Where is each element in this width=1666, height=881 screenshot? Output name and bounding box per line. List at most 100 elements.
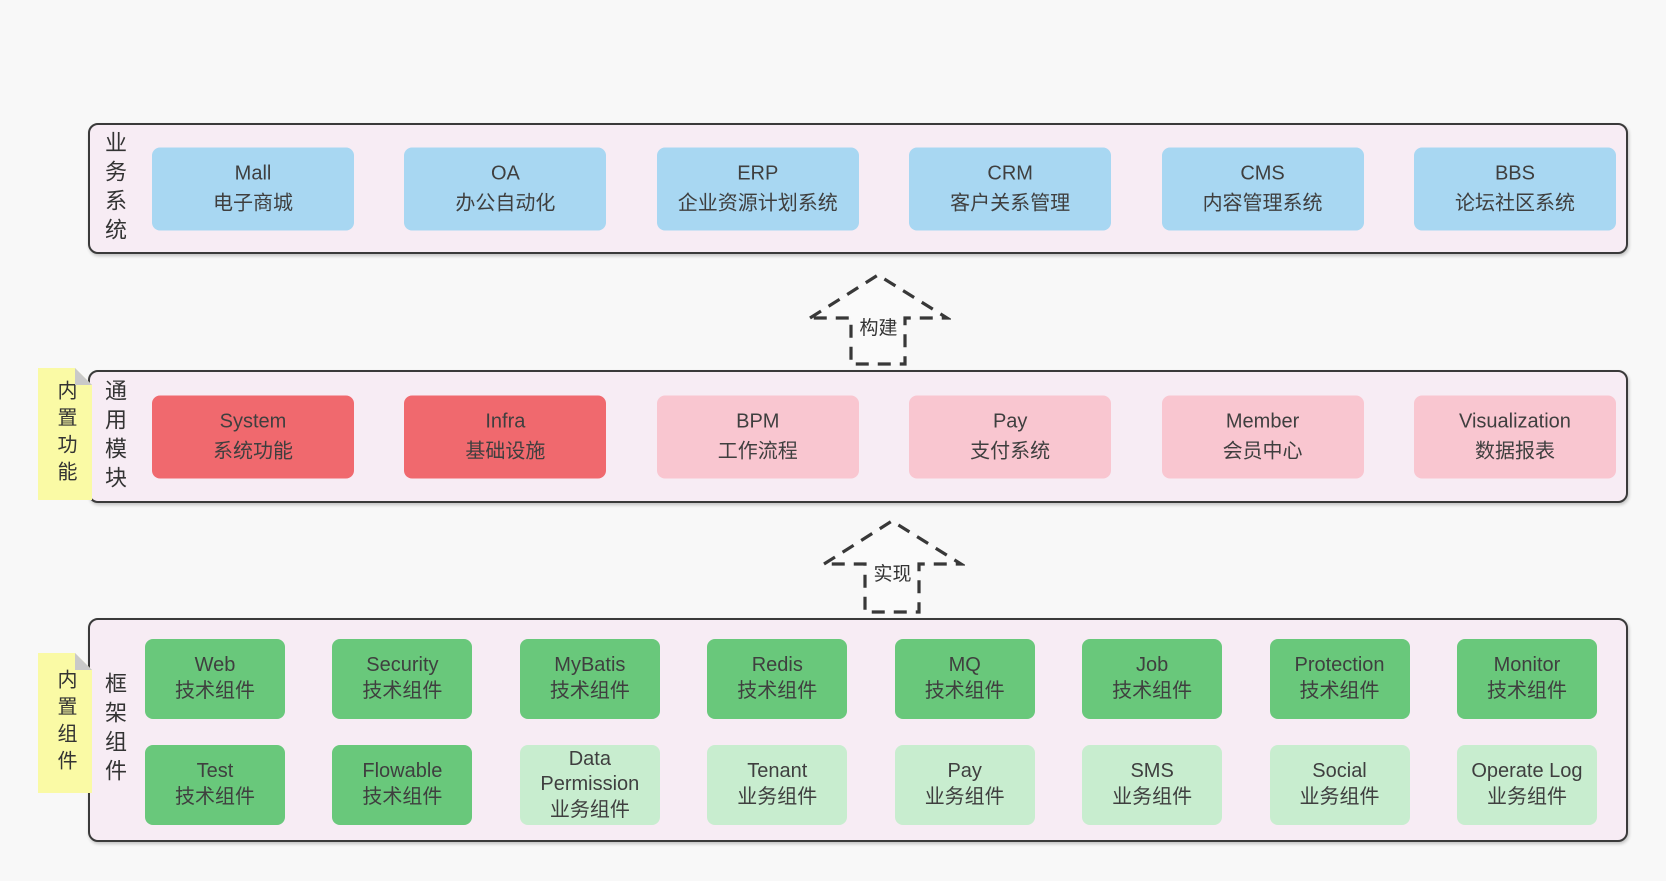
box-job: Job 技术组件 <box>1082 639 1223 719</box>
box-member: Member 会员中心 <box>1161 395 1364 478</box>
box-mybatis: MyBatis 技术组件 <box>519 639 660 719</box>
box-title: Pay <box>992 410 1028 433</box>
box-subtitle: 技术组件 <box>1112 680 1193 702</box>
box-subtitle: 客户关系管理 <box>950 192 1071 215</box>
box-subtitle: 技术组件 <box>737 680 818 702</box>
box-redis: Redis 技术组件 <box>707 639 848 719</box>
box-title: Web <box>194 654 236 677</box>
framework-components-row-1: Web 技术组件 Security 技术组件 MyBatis 技术组件 Redi… <box>145 639 1597 719</box>
box-title: Test <box>196 760 234 783</box>
box-tenant: Tenant 业务组件 <box>707 745 848 825</box>
box-subtitle: 业务组件 <box>737 786 818 808</box>
box-data-permission: Data Permission 业务组件 <box>519 745 660 825</box>
arrow-build: 构建 <box>806 270 951 368</box>
box-subtitle: 技术组件 <box>924 680 1005 702</box>
box-monitor: Monitor 技术组件 <box>1456 639 1597 719</box>
box-pay-module: Pay 支付系统 <box>909 395 1112 478</box>
box-subtitle: 业务组件 <box>1486 786 1567 808</box>
box-sms: SMS 业务组件 <box>1082 745 1223 825</box>
box-operate-log: Operate Log 业务组件 <box>1456 745 1597 825</box>
box-security: Security 技术组件 <box>332 639 473 719</box>
box-title: Visualization <box>1458 410 1571 433</box>
box-system: System 系统功能 <box>152 395 354 478</box>
box-title: Monitor <box>1493 654 1561 677</box>
box-cms: CMS 内容管理系统 <box>1161 147 1364 230</box>
framework-components-row-2: Test 技术组件 Flowable 技术组件 Data Permission … <box>145 745 1597 825</box>
box-erp: ERP 企业资源计划系统 <box>656 147 859 230</box>
box-protection: Protection 技术组件 <box>1269 639 1410 719</box>
box-title: Tenant <box>747 760 808 783</box>
band-common-modules: 通用模块 System 系统功能 Infra 基础设施 BPM 工作流程 Pay… <box>88 370 1628 503</box>
band-business-systems: 业务系统 Mall 电子商城 OA 办公自动化 ERP 企业资源计划系统 CRM… <box>88 123 1628 254</box>
box-subtitle: 支付系统 <box>970 440 1051 463</box>
box-subtitle: 数据报表 <box>1474 440 1555 463</box>
arrow-build-label: 构建 <box>856 317 901 342</box>
box-title: Security <box>366 654 439 677</box>
sticky-note-label: 内置组件 <box>54 669 76 777</box>
band-framework-components: 框架组件 Web 技术组件 Security 技术组件 MyBatis 技术组件… <box>88 618 1628 842</box>
box-title: Social <box>1312 760 1367 783</box>
box-subtitle: 系统功能 <box>213 440 293 463</box>
box-subtitle: 会员中心 <box>1222 440 1303 463</box>
box-title: Job <box>1135 654 1169 677</box>
framework-components-grid: Web 技术组件 Security 技术组件 MyBatis 技术组件 Redi… <box>145 639 1597 825</box>
box-subtitle: 技术组件 <box>1486 680 1567 702</box>
box-title: BBS <box>1494 162 1535 185</box>
business-systems-row: Mall 电子商城 OA 办公自动化 ERP 企业资源计划系统 CRM 客户关系… <box>152 147 1616 230</box>
box-mall: Mall 电子商城 <box>152 147 354 230</box>
box-oa: OA 办公自动化 <box>404 147 607 230</box>
arrow-implement-label: 实现 <box>870 563 915 588</box>
box-title: MQ <box>948 654 981 677</box>
box-subtitle: 业务组件 <box>924 786 1005 808</box>
box-title: ERP <box>737 162 779 185</box>
box-subtitle: 内容管理系统 <box>1202 192 1323 215</box>
band-label-framework-components: 框架组件 <box>102 672 127 788</box>
box-subtitle: 技术组件 <box>549 680 630 702</box>
common-modules-row: System 系统功能 Infra 基础设施 BPM 工作流程 Pay 支付系统… <box>152 395 1616 478</box>
box-subtitle: 技术组件 <box>1299 680 1380 702</box>
box-title: Mall <box>234 162 272 185</box>
box-infra: Infra 基础设施 <box>404 395 607 478</box>
box-bpm: BPM 工作流程 <box>656 395 859 478</box>
box-subtitle: 业务组件 <box>1112 786 1193 808</box>
arrow-implement: 实现 <box>820 516 965 616</box>
box-web: Web 技术组件 <box>145 639 285 719</box>
box-title: CRM <box>987 162 1033 185</box>
box-subtitle: 业务组件 <box>549 798 630 821</box>
sticky-note-built-in-features: 内置功能 <box>38 368 92 500</box>
box-title: OA <box>490 162 520 185</box>
box-title: CMS <box>1240 162 1285 185</box>
box-title: Data Permission <box>540 747 640 796</box>
box-subtitle: 技术组件 <box>175 680 255 702</box>
box-title: Protection <box>1294 654 1385 677</box>
box-bbs: BBS 论坛社区系统 <box>1413 147 1616 230</box>
box-flowable: Flowable 技术组件 <box>332 745 473 825</box>
box-crm: CRM 客户关系管理 <box>909 147 1112 230</box>
box-subtitle: 技术组件 <box>362 786 443 808</box>
box-title: Redis <box>751 654 803 677</box>
box-title: SMS <box>1130 760 1174 783</box>
box-subtitle: 工作流程 <box>717 440 798 463</box>
box-subtitle: 业务组件 <box>1299 786 1380 808</box>
box-title: BPM <box>736 410 780 433</box>
sticky-note-built-in-components: 内置组件 <box>38 653 92 793</box>
box-mq: MQ 技术组件 <box>894 639 1035 719</box>
box-title: Pay <box>947 760 982 783</box>
box-subtitle: 电子商城 <box>213 192 293 215</box>
box-subtitle: 技术组件 <box>175 786 255 808</box>
band-label-business-systems: 业务系统 <box>102 130 127 247</box>
box-pay-component: Pay 业务组件 <box>894 745 1035 825</box>
box-subtitle: 论坛社区系统 <box>1454 192 1575 215</box>
band-label-common-modules: 通用模块 <box>102 378 127 495</box>
box-title: Member <box>1225 410 1300 433</box>
box-subtitle: 基础设施 <box>465 440 546 463</box>
box-social: Social 业务组件 <box>1269 745 1410 825</box>
box-test: Test 技术组件 <box>145 745 285 825</box>
box-title: Infra <box>485 410 526 433</box>
box-title: MyBatis <box>554 654 626 677</box>
box-title: Operate Log <box>1471 760 1583 783</box>
sticky-note-label: 内置功能 <box>54 380 76 488</box>
box-visualization: Visualization 数据报表 <box>1413 395 1616 478</box>
box-title: System <box>219 410 287 433</box>
box-title: Flowable <box>362 760 443 783</box>
